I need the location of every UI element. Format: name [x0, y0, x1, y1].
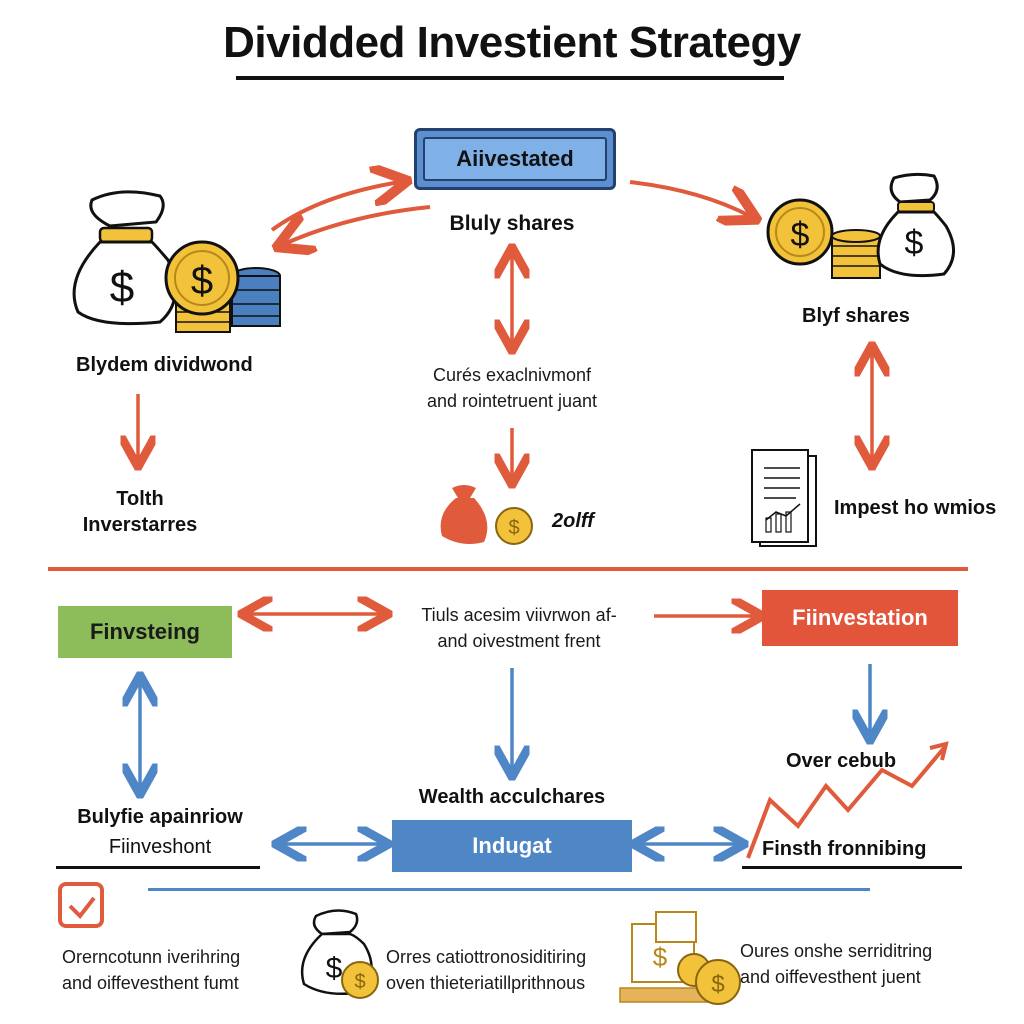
- top-node-label: Aiivestated: [423, 137, 607, 181]
- section-divider-blue: [148, 888, 870, 891]
- row2-left-box: Finvsteing: [58, 606, 232, 658]
- page-title: Dividded Investient Strategy: [223, 18, 801, 67]
- bottom-center-line1: Orres catiottronosiditiring: [386, 947, 587, 967]
- row3-right-underline: [742, 866, 962, 869]
- top-node-box: Aiivestated: [414, 128, 616, 190]
- left-mid-line1: Tolth: [116, 488, 164, 510]
- svg-text:$: $: [191, 259, 213, 303]
- coin-icon: $: [164, 240, 240, 316]
- row3-left-underline: [56, 866, 260, 869]
- svg-text:$: $: [110, 263, 134, 312]
- money-bag-icon: $: [72, 190, 177, 326]
- bottom-right-line1: Oures onshe serriditring: [740, 941, 933, 961]
- bottom-right-line2: and oiffevesthent juent: [740, 967, 921, 987]
- arrow-top-left-out: [270, 182, 400, 232]
- section-divider-red: [48, 567, 968, 571]
- coin-icon: $: [341, 961, 379, 999]
- right-top-label: Blyf shares: [802, 305, 910, 327]
- title-underline: [236, 76, 784, 80]
- bottom-center-line2: oven thieteriatillprithnous: [386, 973, 586, 993]
- top-node-sublabel: Bluly shares: [449, 212, 575, 235]
- document-chart-icon: [751, 449, 817, 547]
- growth-arrow-icon: [746, 741, 949, 859]
- svg-text:$: $: [653, 942, 668, 972]
- bottom-left-line1: Orerncotunn iverihring: [62, 947, 241, 967]
- center-text-line1: Curés exaclnivmonf: [432, 365, 592, 385]
- row2-right-box: Fiinvestation: [762, 590, 958, 646]
- left-top-label: Blydem dividwond: [76, 354, 253, 376]
- svg-text:$: $: [354, 971, 365, 993]
- money-bag-icon: $: [876, 172, 955, 278]
- row3-left-line2: Fiinveshont: [108, 836, 212, 858]
- row3-right-bottom: Finsth fronnibing: [762, 838, 927, 860]
- svg-text:$: $: [326, 952, 343, 985]
- money-bag-icon: [440, 485, 488, 544]
- row2-center-line1: Tiuls acesim viivrwon af-: [421, 605, 617, 625]
- row2-center-line2: and oivestment frent: [437, 631, 601, 651]
- left-mid-line2: Inverstarres: [82, 514, 198, 536]
- center-amount: 2olff: [552, 510, 594, 532]
- arrow-top-right: [629, 180, 750, 216]
- row3-left-line1: Bulyfie apainriow: [77, 806, 243, 828]
- center-text-line2: and rointetruent juant: [426, 391, 598, 411]
- cash-stack-icon: $: [619, 911, 717, 1003]
- checkbox-icon: [58, 882, 104, 928]
- bottom-left-line2: and oiffevesthent fumt: [62, 973, 239, 993]
- row3-right-top: Over cebub: [786, 750, 897, 772]
- svg-text:$: $: [905, 224, 924, 262]
- coin-stack-icon: [831, 229, 881, 279]
- row3-center-title: Wealth acculchares: [418, 786, 606, 808]
- svg-text:$: $: [508, 517, 519, 539]
- coin-icon: $: [677, 953, 741, 1005]
- coin-icon: $: [495, 507, 533, 545]
- svg-text:$: $: [711, 971, 724, 998]
- right-mid-label: Impest ho wmios: [834, 497, 997, 519]
- coin-icon: $: [766, 198, 834, 266]
- row3-center-box: Indugat: [392, 820, 632, 872]
- arrow-top-left-in: [284, 205, 431, 244]
- svg-text:$: $: [791, 216, 810, 254]
